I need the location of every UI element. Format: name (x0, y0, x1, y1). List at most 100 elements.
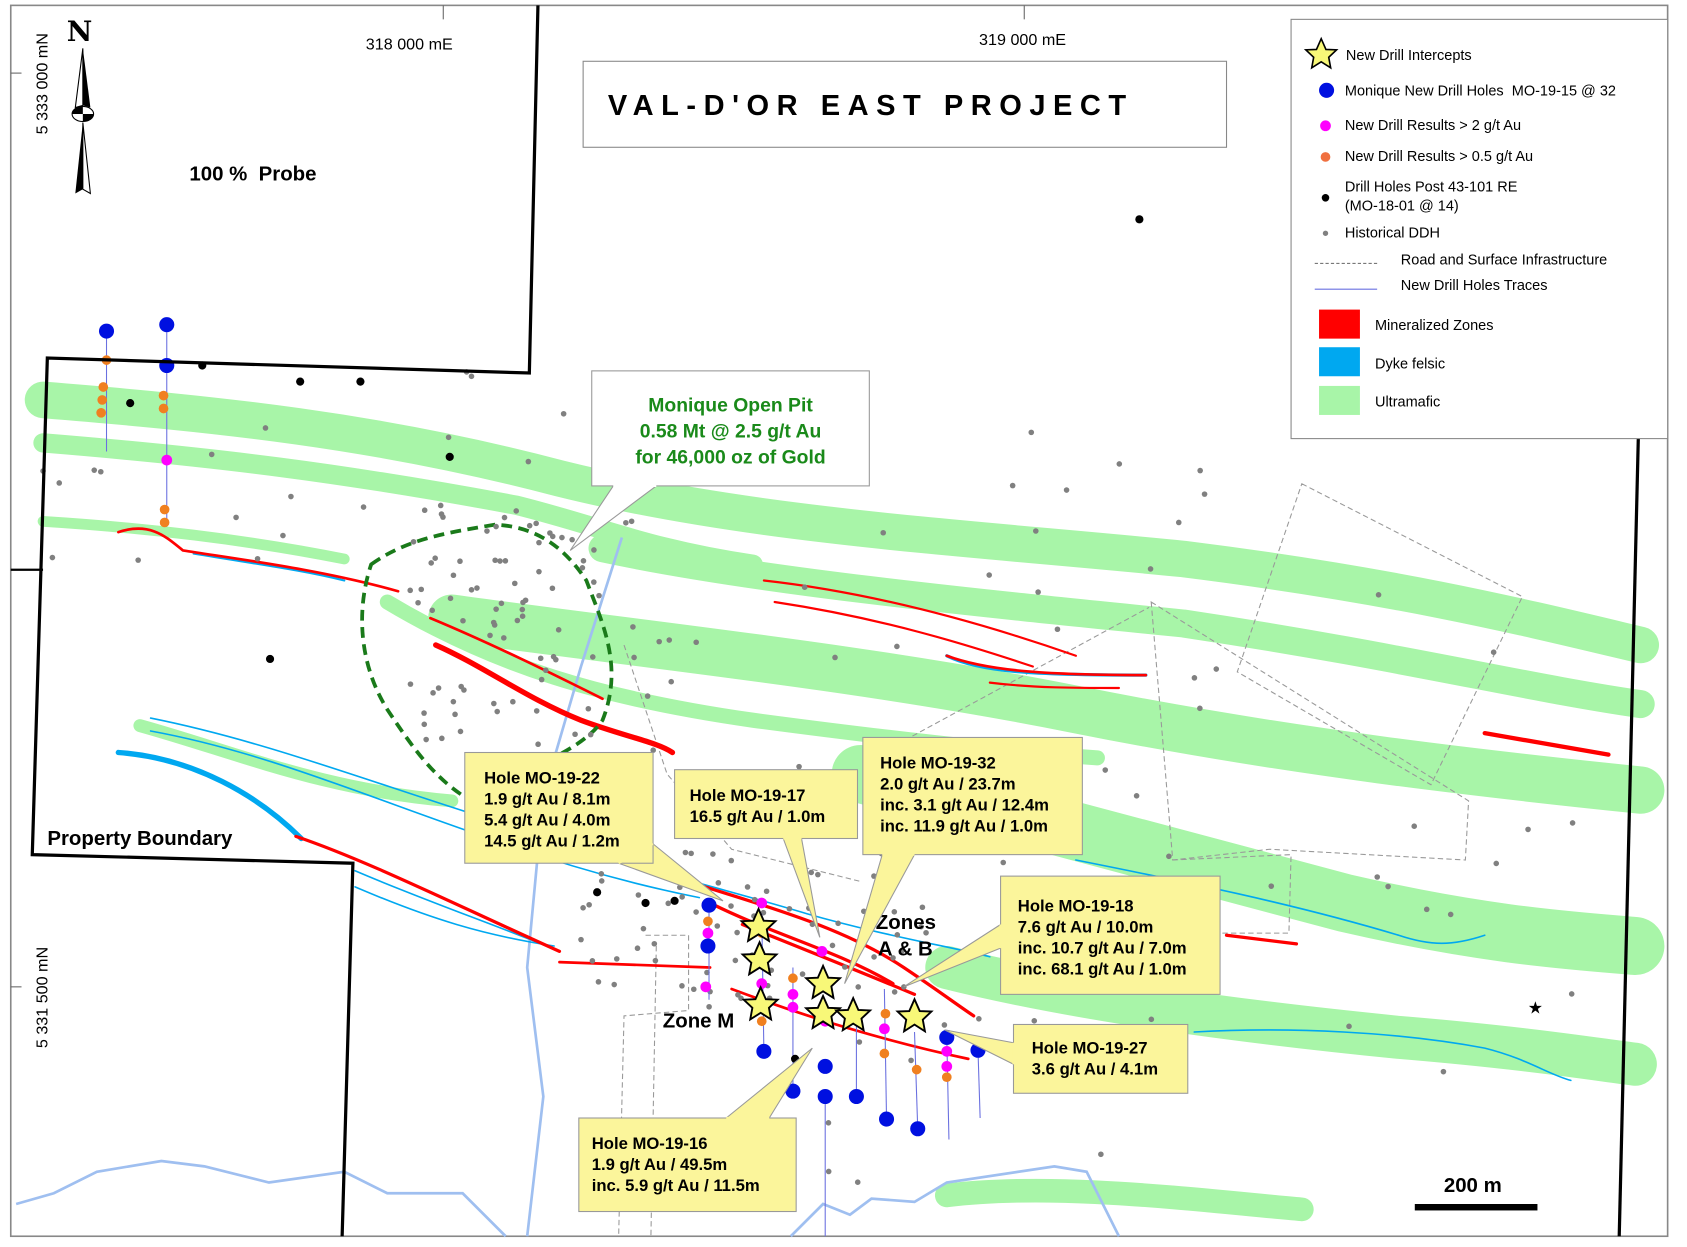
drill-result-2[interactable] (816, 946, 828, 957)
post-43-101-drill-hole[interactable] (265, 654, 275, 664)
drill-result-05[interactable] (158, 403, 169, 414)
drill-result-2[interactable] (161, 454, 173, 466)
historical-ddh-dot (656, 638, 662, 645)
post-43-101-drill-hole[interactable] (445, 452, 454, 461)
new-drill-intercept-star[interactable] (833, 995, 873, 1033)
drill-result-05[interactable] (941, 1072, 952, 1082)
historical-ddh-dot (918, 923, 925, 930)
post-43-101-drill-hole[interactable] (641, 898, 650, 908)
historical-ddh-dot (1148, 1016, 1155, 1023)
new-drill-hole[interactable] (848, 1088, 864, 1105)
callout-line: inc. 5.9 g/t Au / 11.5m (592, 1176, 760, 1195)
historical-ddh-dot (1133, 793, 1140, 799)
legend-label: Drill Holes Post 43-101 RE (1345, 179, 1518, 195)
callout-line: 1.9 g/t Au / 8.1m (484, 790, 610, 809)
post-43-101-drill-hole[interactable] (356, 377, 365, 386)
new-drill-intercept-star[interactable] (803, 993, 843, 1030)
historical-ddh-dot (549, 585, 556, 592)
drill-result-05[interactable] (158, 390, 169, 401)
drill-result-05[interactable] (911, 1064, 922, 1075)
new-drill-intercept-star[interactable] (803, 963, 843, 1000)
drill-result-2[interactable] (817, 1058, 833, 1074)
new-drill-intercept-star[interactable] (740, 939, 779, 977)
callout-line: 2.0 g/t Au / 23.7m (880, 775, 1016, 794)
new-drill-hole[interactable] (785, 1083, 801, 1099)
drill-result-05[interactable] (159, 504, 170, 515)
drill-result-05[interactable] (788, 973, 798, 984)
new-drill-hole[interactable] (701, 897, 717, 913)
drill-result-2[interactable] (700, 981, 712, 993)
drill-result-05[interactable] (96, 407, 106, 418)
project-title: VAL-D'OR EAST PROJECT (608, 90, 1134, 122)
ultramafic-band (24, 381, 1660, 664)
historical-ddh-dot (579, 565, 586, 571)
new-drill-hole[interactable] (879, 1111, 895, 1127)
river (525, 537, 624, 1237)
drill-result-05[interactable] (159, 517, 170, 528)
ownership-label: 100 % Probe (189, 164, 316, 186)
drill-result-2[interactable] (700, 938, 716, 954)
drill-result-2[interactable] (787, 1001, 799, 1013)
historical-ddh-dot (435, 685, 442, 691)
historical-ddh-dot (688, 850, 694, 857)
historical-ddh-dot (591, 547, 597, 553)
new-drill-hole[interactable] (756, 1043, 772, 1059)
historical-ddh-dot (598, 871, 605, 877)
historical-ddh-dot (555, 627, 562, 633)
drill-hole-trace (913, 1031, 919, 1129)
drill-result-2[interactable] (756, 978, 768, 989)
historical-ddh-dot (796, 763, 802, 770)
historical-ddh-dot (445, 434, 452, 441)
historical-ddh-dot (578, 936, 584, 943)
historical-ddh-dot (908, 1057, 914, 1064)
historical-ddh-dot (589, 958, 596, 964)
historical-ddh-dot (832, 654, 838, 661)
new-drill-intercept-star[interactable] (741, 985, 780, 1022)
drill-hole-trace (977, 1050, 981, 1119)
historical-ddh-dot (91, 467, 98, 473)
new-drill-hole[interactable] (817, 1088, 833, 1105)
callout-box (578, 1117, 797, 1213)
historical-ddh-dot (630, 624, 636, 630)
legend-label: New Drill Results > 0.5 g/t Au (1345, 149, 1533, 165)
drill-result-05[interactable] (98, 382, 109, 392)
historical-ddh-dot (744, 884, 751, 890)
historical-ddh-dot (891, 989, 898, 995)
callout-line: 0.58 Mt @ 2.5 g/t Au (640, 421, 822, 443)
legend-ultramafic-swatch (1319, 385, 1360, 415)
new-drill-hole[interactable] (910, 1121, 926, 1137)
historical-ddh-dot (894, 643, 900, 650)
historical-ddh-dot (526, 522, 533, 529)
historical-ddh-dot (580, 558, 587, 564)
post-43-101-drill-hole[interactable] (670, 896, 679, 905)
post-43-101-drill-hole[interactable] (1135, 215, 1144, 224)
historical-ddh-dot (728, 903, 734, 909)
drill-result-2[interactable] (756, 897, 768, 909)
zone-m-label: Zone M (663, 1011, 734, 1033)
historical-ddh-dot (728, 857, 735, 864)
new-drill-hole[interactable] (98, 323, 115, 339)
historical-ddh-dot (1374, 874, 1381, 880)
drill-result-2[interactable] (787, 989, 799, 1000)
new-drill-intercept-star[interactable] (895, 996, 934, 1034)
historical-ddh-dot (613, 956, 620, 962)
drill-result-05[interactable] (880, 1008, 891, 1019)
drill-result-05[interactable] (703, 916, 713, 927)
drill-result-2[interactable] (941, 1045, 953, 1057)
drill-result-2[interactable] (879, 1023, 890, 1035)
post-43-101-drill-hole[interactable] (296, 377, 305, 386)
historical-ddh-dot (421, 710, 427, 716)
historical-ddh-dot (714, 923, 721, 929)
drill-result-05[interactable] (756, 1016, 767, 1027)
drill-result-2[interactable] (702, 927, 714, 939)
new-drill-hole[interactable] (939, 1029, 955, 1045)
new-drill-intercept-star[interactable] (739, 906, 778, 943)
historical-ddh-dot (898, 948, 905, 955)
post-43-101-drill-hole[interactable] (126, 399, 135, 408)
drill-result-05[interactable] (97, 395, 108, 405)
drill-result-2[interactable] (941, 1061, 953, 1072)
drill-result-05[interactable] (879, 1048, 890, 1059)
new-drill-hole[interactable] (159, 317, 175, 333)
legend-star-icon (1303, 36, 1339, 70)
post-43-101-drill-hole[interactable] (593, 888, 602, 897)
